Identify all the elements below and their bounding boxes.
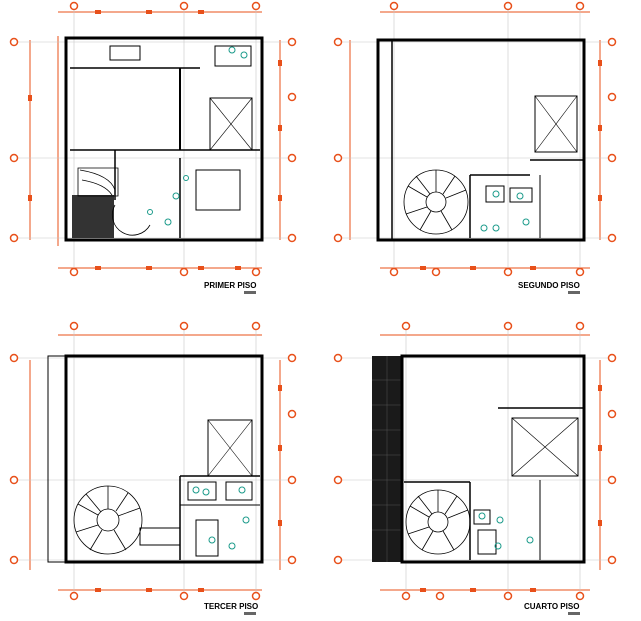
plan-cuarto-piso: CUARTO PISO	[333, 321, 617, 615]
toilet-icon	[192, 486, 250, 550]
plan-title: PRIMER PISO	[204, 281, 256, 290]
spiral-stair-icon	[405, 489, 471, 555]
plan-tercer-piso: TERCER PISO	[9, 321, 297, 615]
axis-marker-icon	[333, 321, 617, 601]
toilet-icon	[147, 46, 248, 226]
axis-marker-icon	[9, 1, 297, 277]
axis-marker-icon	[333, 1, 617, 277]
plan-title: CUARTO PISO	[524, 602, 579, 611]
axis-marker-icon	[9, 321, 297, 601]
toilet-icon	[480, 190, 530, 232]
plan-segundo-piso: SEGUNDO PISO	[333, 1, 617, 294]
plan-title: TERCER PISO	[204, 602, 258, 611]
plan-title: SEGUNDO PISO	[518, 281, 580, 290]
toilet-icon	[478, 512, 534, 550]
spiral-stair-icon	[77, 167, 151, 236]
spiral-stair-icon	[403, 169, 469, 235]
plan-primer-piso: PRIMER PISO	[9, 1, 297, 294]
spiral-stair-icon	[73, 485, 143, 555]
